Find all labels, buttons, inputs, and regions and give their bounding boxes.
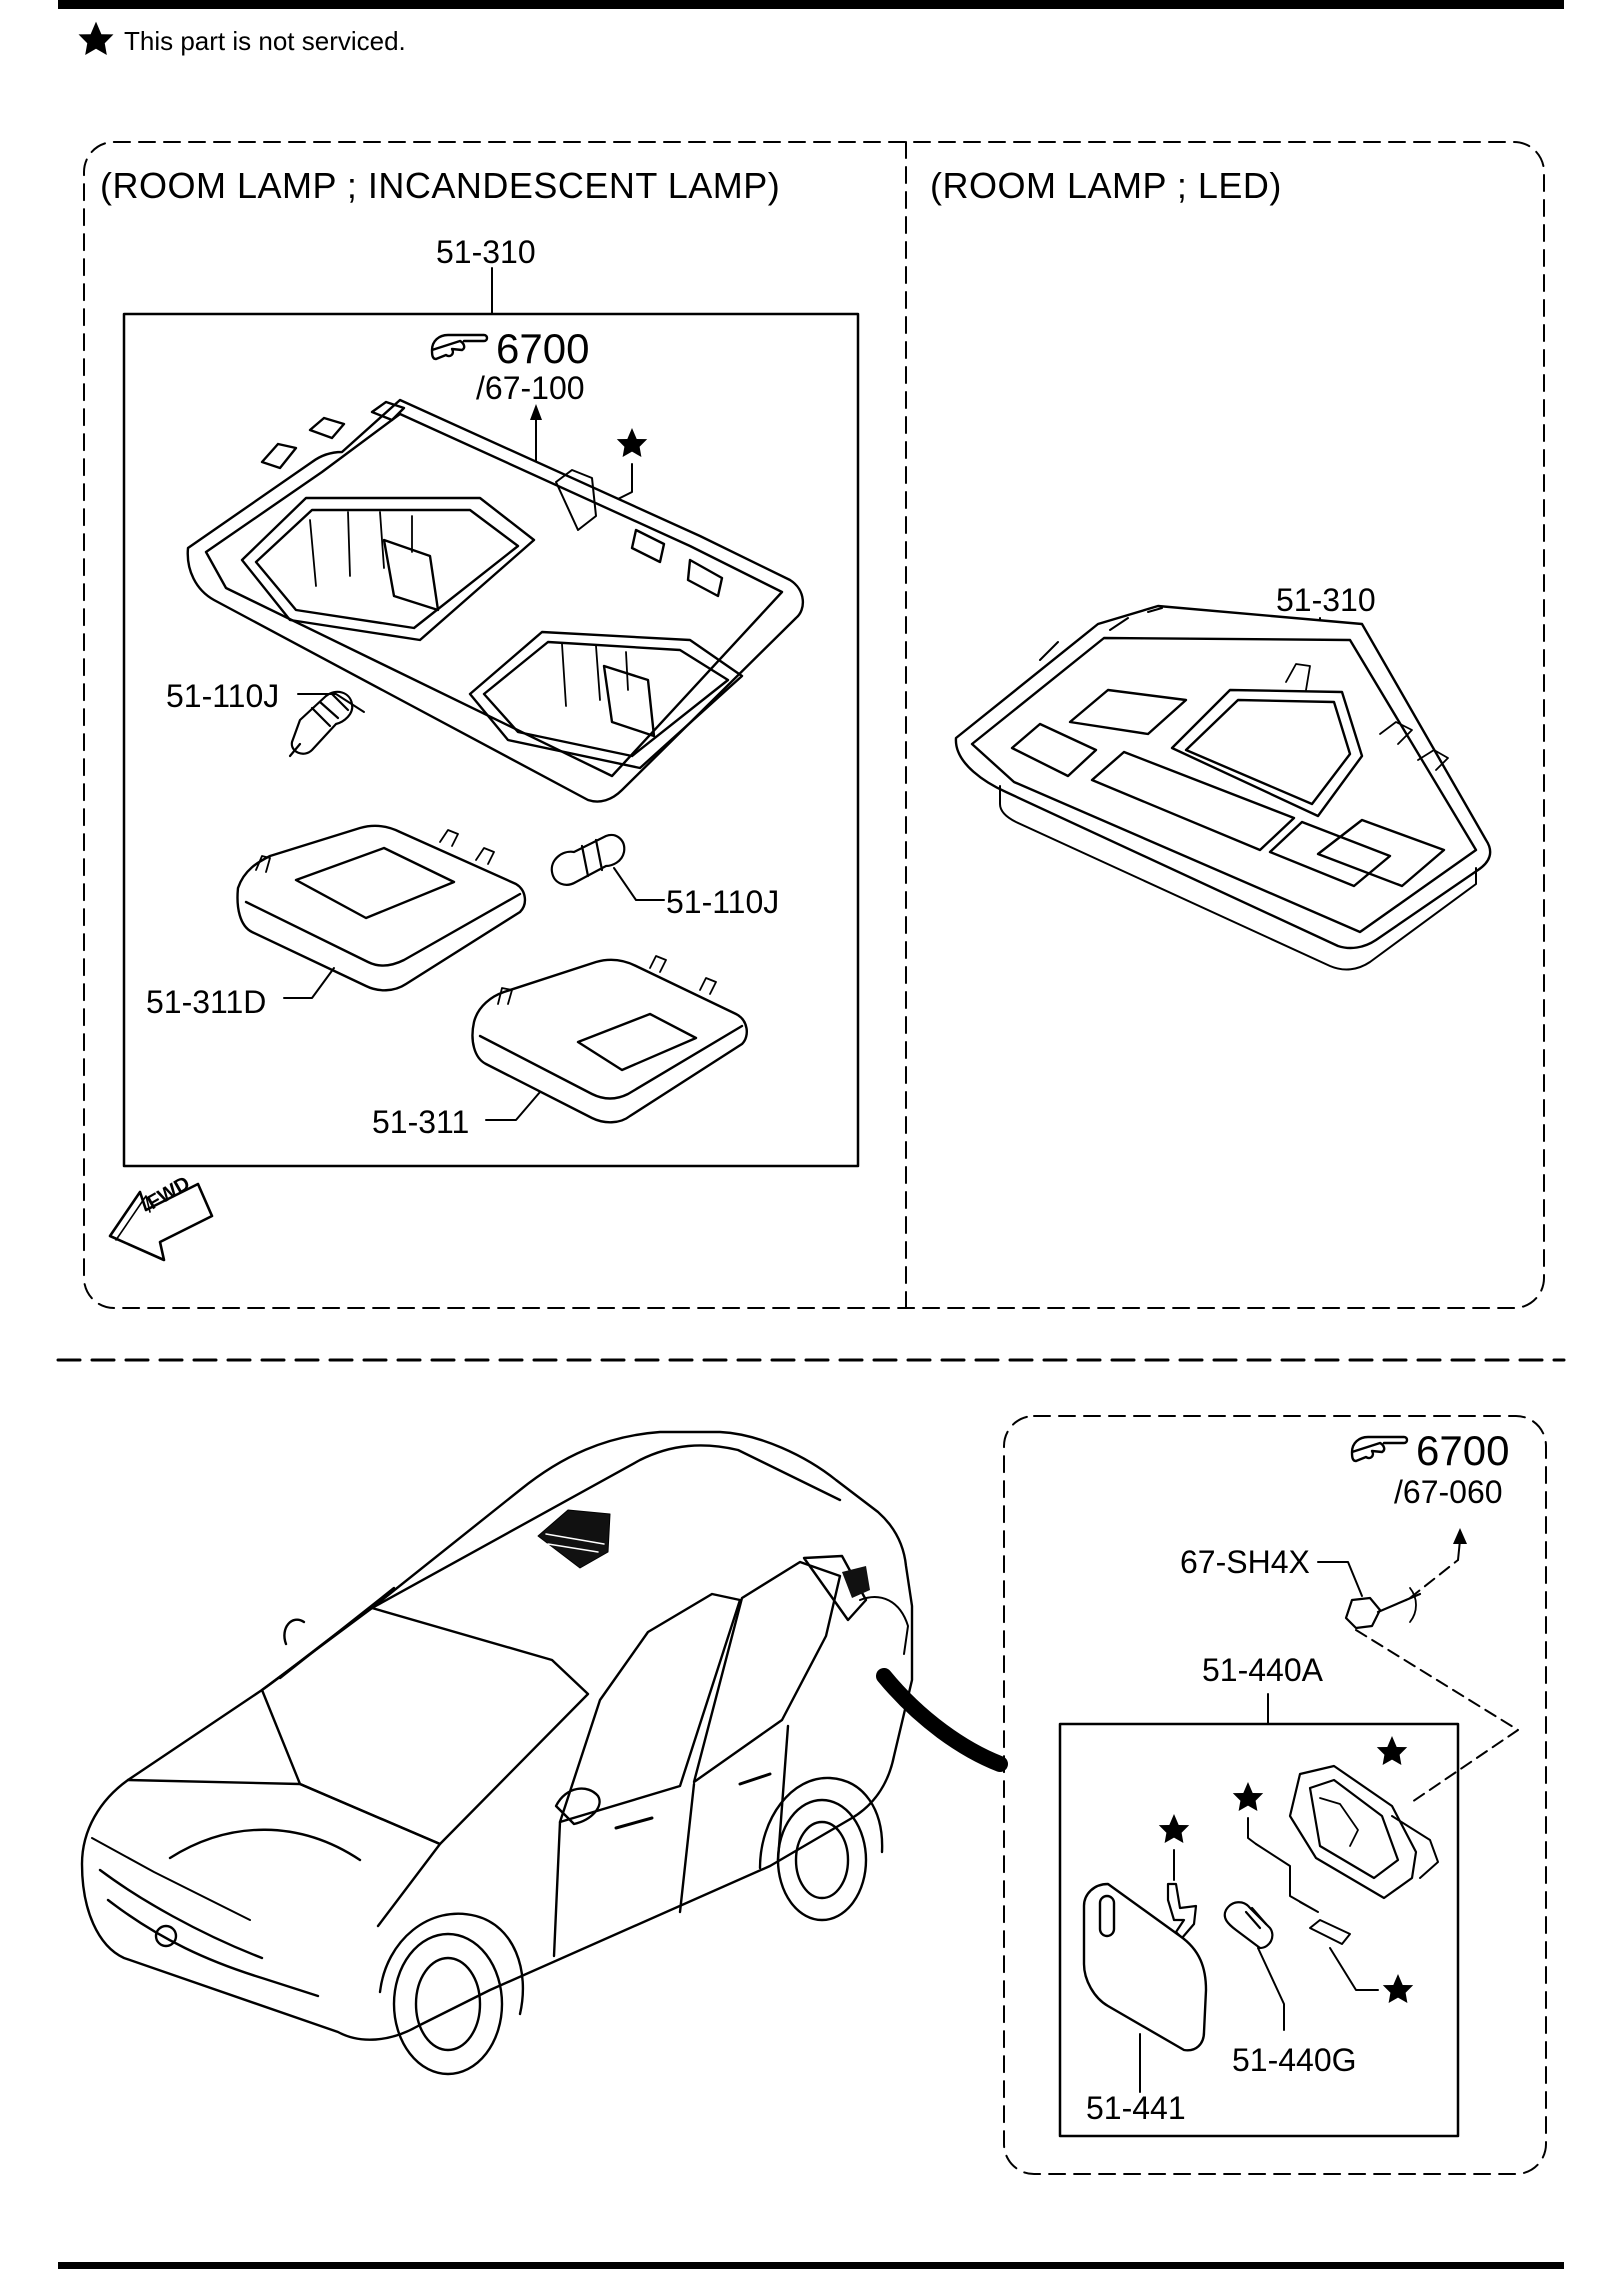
star-icon [77, 21, 115, 56]
callout-51-310-led[interactable]: 51-310 [1276, 582, 1376, 618]
cargo-lamp-frame [1003, 1415, 1547, 2175]
lens-51-311 [471, 955, 748, 1124]
section-title-led: (ROOM LAMP ; LED) [930, 165, 1282, 206]
bulb-51-110J-right [550, 833, 626, 886]
vehicle-outline [80, 1430, 914, 2076]
callout-51-310-incandescent[interactable]: 51-310 [436, 234, 536, 270]
incandescent-kit-box [122, 312, 860, 1168]
leader-51-110J-left [297, 693, 365, 713]
incandescent-housing [186, 398, 804, 803]
room-lamp-frame [83, 141, 1545, 1309]
leader-51-311 [485, 1091, 541, 1121]
cargo-housing [1255, 1764, 1439, 1945]
leader-51-311D [283, 967, 335, 999]
cargo-lens-51-441 [1082, 1882, 1208, 2052]
fwd-arrow-icon [108, 1182, 214, 1262]
callout-67-SH4X[interactable]: 67-SH4X [1180, 1544, 1310, 1580]
callout-51-110J-left[interactable]: 51-110J [166, 678, 280, 714]
callout-51-311[interactable]: 51-311 [372, 1104, 470, 1140]
section-title-incandescent: (ROOM LAMP ; INCANDESCENT LAMP) [100, 165, 781, 206]
star-icon [1382, 1973, 1414, 2004]
top-rule [58, 0, 1564, 9]
ref-67-100[interactable]: /67-100 [476, 370, 585, 406]
leader-51-110J-right [613, 867, 665, 901]
callout-51-110J-right[interactable]: 51-110J [666, 884, 780, 920]
callout-51-311D[interactable]: 51-311D [146, 984, 267, 1020]
callout-51-440G[interactable]: 51-440G [1232, 2042, 1357, 2078]
legend-note: This part is not serviced. [124, 26, 406, 56]
cargo-kit-box [1058, 1722, 1460, 2138]
cargo-lamp-marker [842, 1566, 870, 1598]
star-icon [616, 427, 648, 458]
callout-51-441[interactable]: 51-441 [1086, 2090, 1186, 2126]
ref-67-060[interactable]: /67-060 [1394, 1474, 1503, 1510]
bottom-rule [58, 2262, 1564, 2269]
leader-51-440G [1257, 1947, 1285, 2031]
star-icon [1376, 1735, 1408, 1766]
harness-67-SH4X [1344, 1587, 1422, 1630]
star-icon [1232, 1781, 1264, 1812]
lens-51-311D [236, 824, 527, 992]
cargo-bulb-51-440G [1223, 1901, 1274, 1950]
harness-dashed-line [1409, 1559, 1459, 1599]
bulb-51-110J-left [288, 690, 354, 758]
pointing-hand-icon [1350, 1435, 1409, 1463]
led-housing [954, 604, 1492, 971]
pointing-hand-icon [430, 333, 489, 361]
callout-51-440A[interactable]: 51-440A [1202, 1652, 1323, 1688]
cargo-lamp-pointer [876, 1668, 1008, 1772]
star-icon [1158, 1813, 1190, 1844]
ref-6700-incandescent[interactable]: 6700 [496, 325, 590, 372]
ref-6700-cargo[interactable]: 6700 [1416, 1427, 1510, 1474]
